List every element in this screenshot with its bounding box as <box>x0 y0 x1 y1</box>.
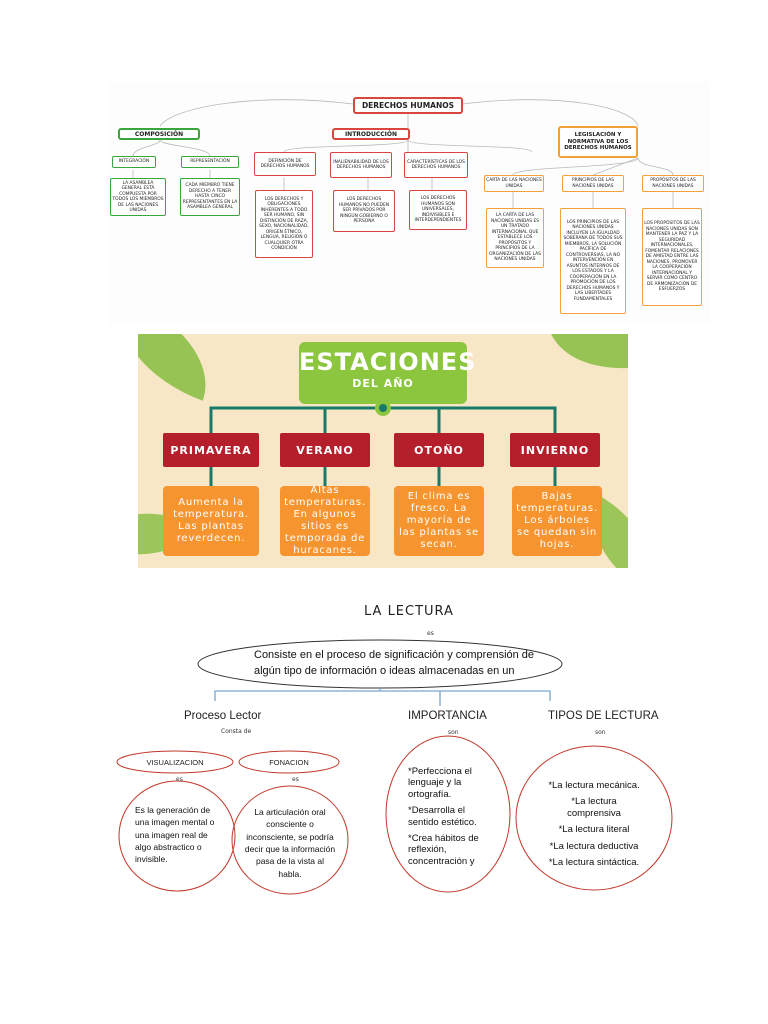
season-primavera: PRIMAVERA <box>163 433 259 467</box>
visualizacion-node: VISUALIZACION <box>146 758 204 767</box>
consta-de-label: Consta de <box>221 728 252 735</box>
season-desc-primavera: Aumenta la temperatura. Las plantas reve… <box>163 486 259 556</box>
definition-line-1: Consiste en el proceso de significación … <box>254 649 535 661</box>
representacion-text: CADA MIEMBRO TIENE DERECHO A TENER HASTA… <box>180 178 240 216</box>
composicion-node: COMPOSICIÓN <box>118 128 200 140</box>
estaciones-subtitle: DEL AÑO <box>352 377 414 390</box>
season-invierno: INVIERNO <box>510 433 600 467</box>
fonacion-node: FONACION <box>269 758 309 767</box>
tipo-item: *La lectura deductiva <box>549 840 639 852</box>
fonacion-text: La articulación oral consciente o incons… <box>244 807 336 879</box>
estaciones-infographic: ESTACIONES DEL AÑO PRIMAVERA VERANO OTOÑ… <box>138 334 628 568</box>
caracteristicas-text: LOS DERECHOS HUMANOS SON UNIVERSALES, IN… <box>409 190 467 230</box>
lectura-title: LA LECTURA <box>364 604 454 619</box>
importancia-item: *Crea hábitos de reflexión, concentració… <box>408 832 479 867</box>
lectura-es-label: es <box>427 630 434 637</box>
tipo-item: *La lectura mecánica. <box>548 780 640 791</box>
flower-icon <box>375 400 391 416</box>
season-desc-invierno: Bajas temperaturas. Los árboles se queda… <box>512 486 602 556</box>
estaciones-title-box: ESTACIONES DEL AÑO <box>299 342 477 404</box>
season-otono: OTOÑO <box>394 433 484 467</box>
tipo-item: *La lectura literal <box>558 824 630 836</box>
integracion-node: INTEGRACIÓN <box>112 156 156 168</box>
fonacion-es-label: es <box>292 776 299 783</box>
principios-text: LOS PRINCIPIOS DE LAS NACIONES UNIDAS IN… <box>560 208 626 314</box>
tipo-item: *La lectura comprensiva <box>567 796 621 819</box>
propositos-node: PROPÓSITOS DE LAS NACIONES UNIDAS <box>642 175 704 192</box>
tipos-lectura-label: TIPOS DE LECTURA <box>548 710 659 722</box>
proceso-lector-label: Proceso Lector <box>184 710 262 722</box>
importancia-list: *Perfecciona el lenguaje y la ortografía… <box>408 766 494 867</box>
derechos-title: DERECHOS HUMANOS <box>353 97 463 114</box>
season-desc-verano: Altas temperaturas. En algunos sitios es… <box>280 485 370 556</box>
carta-node: CARTA DE LAS NACIONES UNIDAS <box>484 175 544 192</box>
definition-line-2: algún tipo de información o ideas almace… <box>254 664 515 677</box>
lectura-map: LA LECTURA es Consiste en el proceso de … <box>110 598 710 898</box>
principios-node: PRINCIPIOS DE LAS NACIONES UNIDAS <box>562 175 624 192</box>
importancia-item: *Desarrolla el sentido estético. <box>408 805 477 828</box>
importancia-label: IMPORTANCIA <box>408 710 487 722</box>
importancia-item: *Perfecciona el lenguaje y la ortografía… <box>408 766 472 800</box>
tipos-son-label: son <box>595 729 606 736</box>
lectura-connectors <box>116 639 673 895</box>
season-verano: VERANO <box>280 433 370 467</box>
representacion-node: REPRESENTACIÓN <box>181 156 239 168</box>
definicion-text: LOS DERECHOS Y OBLIGACIONES INHERENTES A… <box>255 190 313 258</box>
visualizacion-text: Es la generación de una imagen mental o … <box>135 805 215 865</box>
integracion-text: LA ASAMBLEA GENERAL ESTÁ COMPUESTA POR T… <box>110 178 166 216</box>
carta-text: LA CARTA DE LAS NACIONES UNIDAS ES UN TR… <box>486 208 544 268</box>
season-desc-otono: El clima es fresco. La mayoría de las pl… <box>394 486 484 556</box>
tipo-item: *La lectura sintáctica. <box>548 856 640 868</box>
connector-lines <box>132 99 674 208</box>
inalienabilidad-text: LOS DERECHOS HUMANOS NO PUEDEN SER PRIVA… <box>333 190 395 232</box>
legislacion-node: LEGISLACIÓN Y NORMATIVA DE LOS DERECHOS … <box>558 126 638 158</box>
derechos-humanos-map: DERECHOS HUMANOS COMPOSICIÓN INTEGRACIÓN… <box>108 82 710 324</box>
definicion-node: DEFINICIÓN DE DERECHOS HUMANOS <box>254 152 316 176</box>
caracteristicas-node: CARACTERÍSTICAS DE LOS DERECHOS HUMANOS <box>404 152 468 178</box>
lectura-definition: Consiste en el proceso de significación … <box>254 648 594 680</box>
estaciones-connectors <box>209 400 557 486</box>
tipos-list: *La lectura mecánica. *La lectura compre… <box>526 780 662 868</box>
importancia-son-label: son <box>448 729 459 736</box>
propositos-text: LOS PROPÓSITOS DE LAS NACIONES UNIDAS SO… <box>642 208 702 306</box>
estaciones-title: ESTACIONES <box>299 348 477 376</box>
visualizacion-es-label: es <box>176 776 183 783</box>
inalienabilidad-node: INALIENABILIDAD DE LOS DERECHOS HUMANOS <box>330 152 392 178</box>
introduccion-node: INTRODUCCIÓN <box>332 128 410 140</box>
